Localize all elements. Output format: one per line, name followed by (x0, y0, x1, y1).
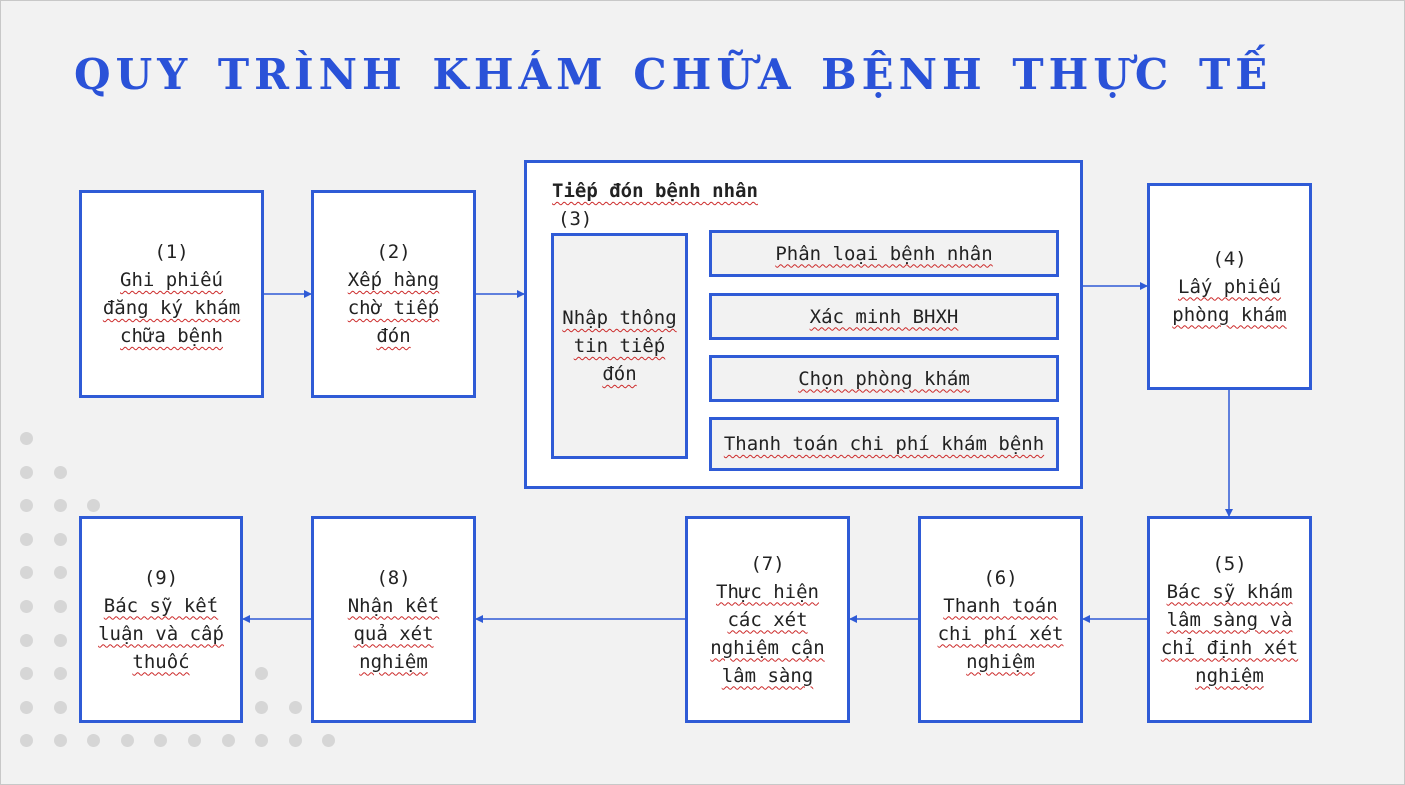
decorative-dot (87, 734, 101, 748)
step-7-box: (7) Thực hiện các xét nghiệm cận lâm sàn… (685, 516, 850, 723)
step-3-number: (3) (558, 208, 593, 230)
step-5-number: (5) (1212, 552, 1247, 575)
decorative-dot (53, 465, 67, 479)
step-3-task-2-label: Xác minh BHXH (809, 305, 959, 328)
decorative-dot (255, 734, 269, 748)
decorative-dot (53, 499, 67, 513)
decorative-dot (20, 667, 33, 681)
step-2-box: (2) Xếp hàng chờ tiếp đón (311, 190, 476, 398)
step-9-number: (9) (143, 566, 179, 589)
step-8-number: (8) (376, 566, 411, 589)
decorative-dot (53, 734, 67, 748)
decorative-dot (288, 700, 302, 714)
step-2-label: Xếp hàng chờ tiếp đón (347, 269, 440, 347)
decorative-dot (221, 734, 235, 748)
decorative-dot (120, 734, 134, 748)
decorative-dot (53, 633, 67, 647)
decorative-dot (20, 499, 33, 513)
step-9-box: (9) Bác sỹ kết luận và cấp thuốc (79, 516, 243, 723)
step-1-box: (1) Ghi phiếu đăng ký khám chữa bệnh (79, 190, 264, 398)
step-6-label: Thanh toán chi phí xét nghiệm (937, 594, 1064, 673)
step-8-label: Nhận kết quả xét nghiệm (347, 594, 440, 673)
decorative-dot (20, 566, 33, 580)
step-7-number: (7) (750, 552, 785, 575)
decorative-dot (20, 734, 33, 748)
decorative-dot (53, 600, 67, 613)
step-3-task-4: Thanh toán chi phí khám bệnh (709, 417, 1059, 471)
decorative-dot (53, 532, 67, 546)
decorative-dot (20, 432, 33, 445)
step-6-number: (6) (983, 566, 1018, 589)
decorative-dot (20, 633, 33, 647)
step-9-label: Bác sỹ kết luận và cấp thuốc (98, 594, 224, 673)
page-title: QUY TRÌNH KHÁM CHỮA BỆNH THỰC TẾ (74, 50, 1273, 99)
decorative-dot (20, 465, 33, 479)
decorative-dot (322, 734, 336, 748)
decorative-dot (53, 566, 67, 580)
step-4-label: Lấy phiếu phòng khám (1172, 275, 1287, 326)
decorative-dot (255, 700, 269, 714)
step-5-box: (5) Bác sỹ khám lâm sàng và chỉ định xét… (1147, 516, 1312, 723)
step-3-input-box: Nhập thông tin tiếp đón (551, 233, 688, 459)
step-3-task-1: Phân loại bệnh nhân (709, 230, 1059, 277)
step-3-task-3: Chọn phòng khám (709, 355, 1059, 402)
step-7-label: Thực hiện các xét nghiệm cận lâm sàng (710, 580, 825, 687)
decorative-dot (20, 600, 33, 613)
decorative-dot (53, 700, 67, 714)
decorative-dot (20, 532, 33, 546)
step-4-box: (4) Lấy phiếu phòng khám (1147, 183, 1312, 390)
decorative-dot (188, 734, 201, 748)
step-6-box: (6) Thanh toán chi phí xét nghiệm (918, 516, 1083, 723)
step-3-task-4-label: Thanh toán chi phí khám bệnh (723, 433, 1045, 455)
decorative-dot (87, 499, 101, 513)
step-3-task-2: Xác minh BHXH (709, 293, 1059, 340)
step-5-label: Bác sỹ khám lâm sàng và chỉ định xét ngh… (1160, 580, 1299, 687)
step-3-title: Tiếp đón bệnh nhân (552, 180, 758, 202)
step-3-task-3-label: Chọn phòng khám (798, 367, 970, 390)
step-8-box: (8) Nhận kết quả xét nghiệm (311, 516, 476, 723)
step-1-label: Ghi phiếu đăng ký khám chữa bệnh (102, 269, 241, 347)
decorative-dot (53, 667, 67, 681)
step-1-number: (1) (154, 241, 189, 263)
decorative-dot (288, 734, 302, 748)
step-3-task-1-label: Phân loại bệnh nhân (775, 242, 993, 265)
decorative-dot (20, 700, 33, 714)
step-3-input-label: Nhập thông tin tiếp đón (562, 307, 677, 385)
step-2-number: (2) (376, 241, 411, 263)
step-4-number: (4) (1212, 247, 1247, 270)
decorative-dot (154, 734, 168, 748)
decorative-dot (255, 667, 269, 681)
